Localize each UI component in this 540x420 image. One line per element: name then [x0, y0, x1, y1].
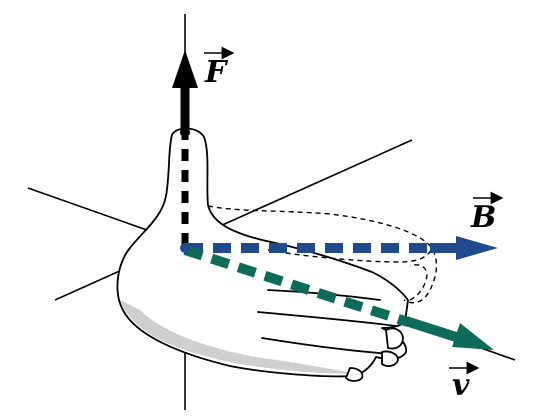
hand-shadow	[120, 300, 356, 374]
field-arrowhead	[456, 236, 498, 260]
velocity-label: v	[452, 368, 470, 403]
velocity-vector: v	[183, 245, 494, 403]
fingernail-3	[345, 367, 364, 382]
force-thumb-tip-dot	[180, 127, 190, 137]
hidden-finger-outline	[207, 205, 438, 304]
force-arrowhead	[172, 50, 198, 88]
fingernail-2	[381, 350, 399, 367]
force-vector: F	[172, 46, 235, 245]
velocity-arrowhead	[452, 323, 494, 350]
velocity-vector-shaft	[404, 316, 458, 342]
force-label: F	[204, 55, 229, 90]
hidden-finger-knuckle	[409, 264, 428, 301]
finger-crease-2	[261, 337, 391, 355]
velocity-vector-dashed-segment	[183, 245, 410, 327]
finger-crease-1	[257, 311, 397, 327]
hand-illustration	[116, 127, 438, 382]
oblique-axis-rising	[54, 139, 413, 301]
hidden-finger-tip	[267, 247, 433, 263]
field-label: B	[470, 200, 496, 235]
fingernail-1	[385, 327, 404, 350]
hand-palm-outline	[116, 127, 409, 378]
origin-point	[180, 243, 190, 253]
field-vector: B	[185, 191, 504, 260]
